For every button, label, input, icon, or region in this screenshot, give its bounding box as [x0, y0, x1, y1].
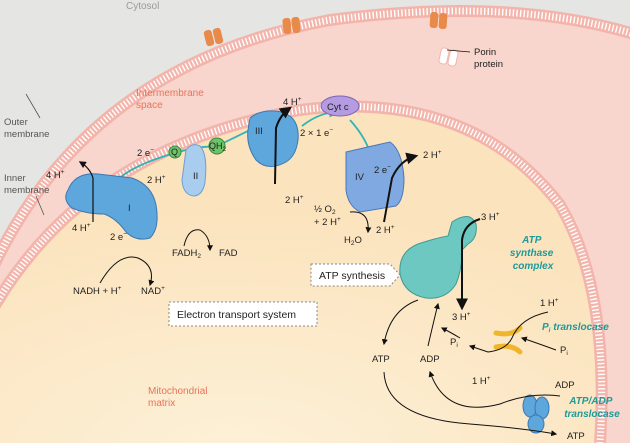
label-4h-in: 4 H+: [72, 222, 91, 234]
atp-synthesis-box: ATP synthesis: [310, 263, 401, 287]
qh2-label: QH2: [209, 141, 227, 153]
complex-i-proton-arrow: [78, 161, 94, 222]
ets-text: Electron transport system: [177, 309, 296, 321]
atp-synthase: [399, 216, 477, 299]
inner-membrane-pointer: [35, 195, 45, 216]
cyt-c-label: Cyt c: [327, 102, 349, 113]
outer-membrane-pointer: [25, 93, 41, 119]
atp-adp-translocase-label: ATP/ADP translocase: [564, 396, 620, 420]
complex-ii: [181, 144, 207, 197]
complex-iii: [247, 110, 299, 167]
label-4h-iii: 4 H+: [283, 96, 302, 108]
ets-box: Electron transport system: [168, 301, 318, 327]
outer-membrane-lipids: [0, 7, 630, 262]
label-2e-q: 2 e−: [137, 147, 154, 159]
complex-iv-proton-arrow: [383, 152, 419, 223]
label-2x1e: 2 × 1 e−: [300, 127, 333, 139]
label-1h-out: 1 H+: [540, 297, 559, 309]
label-adp-out: ADP: [555, 380, 575, 391]
label-adp-matrix: ADP: [420, 354, 440, 365]
label-2h-iv-out: 2 H+: [423, 149, 442, 161]
label-pi-in: Pi: [450, 337, 458, 349]
pi-to-synthase-arrow: [440, 327, 461, 339]
label-h2o: H2O: [344, 235, 362, 247]
matrix-label: Mitochondrial matrix: [148, 386, 210, 409]
inner-membrane-label: Inner membrane: [4, 173, 49, 196]
label-2h-iv-in: 2 H+: [376, 224, 395, 236]
porin-protein-3: [429, 11, 448, 30]
label-plus-2h: + 2 H+: [314, 216, 341, 228]
atp-adp-translocase: [522, 394, 550, 434]
inner-membrane-lipids: [0, 103, 606, 443]
oxygen-arrow: [349, 211, 372, 234]
complex-iii-proton-arrow: [274, 106, 292, 185]
porin-protein-1: [203, 27, 224, 47]
atp-export-arrow: [383, 371, 558, 437]
pi-in-arrow: [520, 336, 557, 351]
label-3h-out: 3 H+: [481, 211, 500, 223]
complex-i: [65, 173, 158, 240]
label-fad: FAD: [219, 248, 238, 259]
intermembrane-label: Intermembrane space: [136, 88, 207, 111]
label-atp-out: ATP: [567, 431, 585, 442]
complex-ii-label: II: [193, 171, 198, 182]
cytochrome-c: [320, 95, 360, 117]
label-2e-iv: 2 e−: [374, 164, 391, 176]
complex-i-label: I: [128, 203, 131, 214]
complex-iv-label: IV: [355, 172, 365, 183]
label-atp-matrix: ATP: [372, 354, 390, 365]
label-2h-q: 2 H+: [147, 174, 166, 186]
fadh2-arrow: [183, 229, 213, 252]
atp-synthase-label: ATP synthase complex: [510, 235, 556, 272]
label-2h-iii: 2 H+: [285, 194, 304, 206]
label-2e-i: 2 e−: [110, 231, 127, 243]
pi-translocase-label: Pi translocase: [542, 322, 609, 334]
label-1h-in: 1 H+: [472, 375, 491, 387]
label-4h-out: 4 H+: [46, 169, 65, 181]
ubiquinol-qh2: [208, 137, 226, 155]
atp-synthesis-text: ATP synthesis: [319, 270, 385, 282]
ubiquinone-q: [168, 145, 182, 159]
label-nad: NAD+: [141, 285, 165, 297]
outer-membrane-label: Outer membrane: [4, 117, 49, 140]
pi-translocase-arrow: [468, 311, 549, 353]
porin-protein-4: [438, 47, 459, 67]
atp-synthase-proton-arrow: [456, 218, 481, 311]
label-half-o2: ½ O2: [314, 204, 336, 216]
atp-synthesis-adp-arrow: [427, 302, 440, 347]
label-fadh2: FADH2: [172, 248, 201, 260]
porin-protein-2: [282, 16, 301, 35]
porin-pointer: [446, 49, 471, 53]
porin-label: Porin protein: [474, 47, 503, 70]
label-3h-in: 3 H+: [452, 311, 471, 323]
cytosol-label: Cytosol: [126, 1, 159, 12]
label-nadh: NADH + H+: [73, 285, 122, 297]
complex-iii-label: III: [255, 126, 263, 137]
label-pi-out: Pi: [560, 345, 568, 357]
atp-synthesis-atp-arrow: [381, 299, 419, 346]
pi-translocase: [493, 325, 523, 355]
q-label: Q: [171, 147, 178, 157]
nadh-arrow: [99, 256, 155, 287]
adp-import-arrow: [428, 370, 561, 408]
